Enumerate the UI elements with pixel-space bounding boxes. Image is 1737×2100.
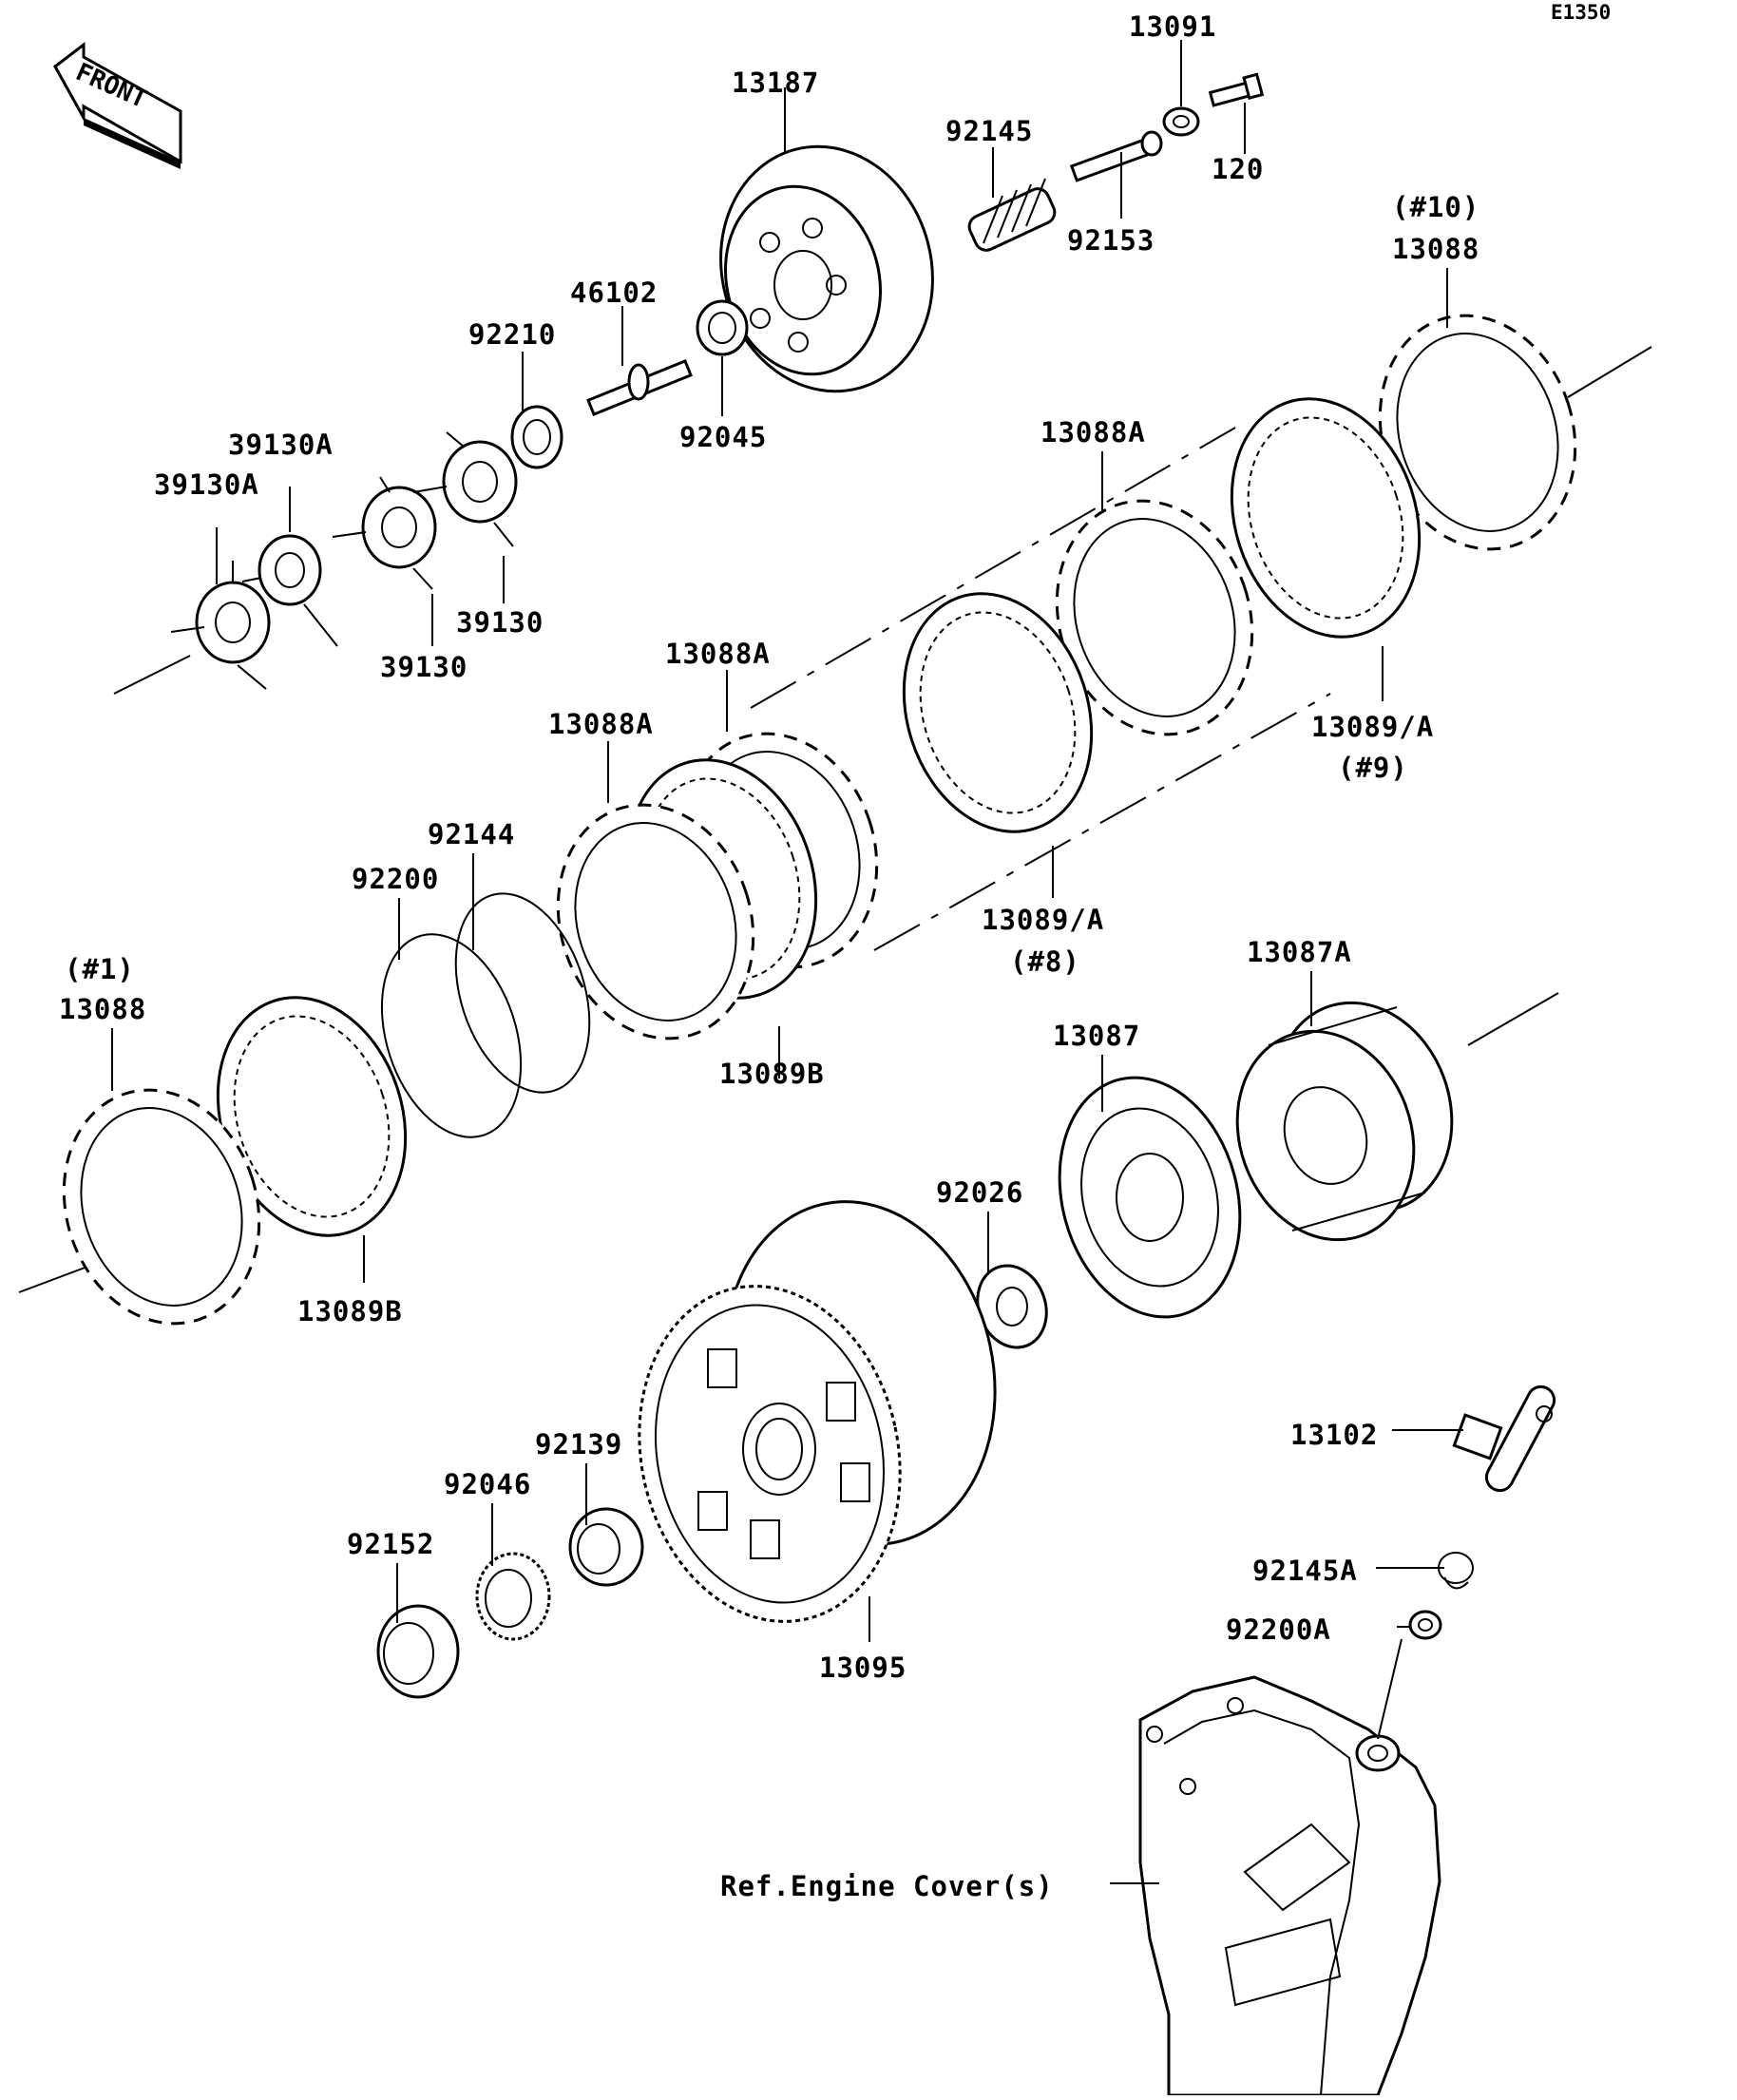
label-92045: 92045 (679, 421, 767, 453)
label-92144: 92144 (428, 818, 515, 850)
label-13089B-mid: 13089B (719, 1058, 825, 1090)
steel-plate-13089B-left (216, 996, 408, 1237)
label-13088-left: 13088 (59, 993, 146, 1025)
steel-plate-13089A-9 (1230, 397, 1422, 639)
engine-cover (1138, 1675, 1441, 2097)
label-92152: 92152 (347, 1528, 434, 1560)
pin-92153 (1069, 130, 1163, 182)
label-46102: 46102 (570, 277, 658, 309)
label-13088A-mid: 13088A (665, 638, 771, 670)
spring-92145A (1438, 1552, 1474, 1590)
label-13088A-top: 13088A (1040, 416, 1146, 449)
label-13095: 13095 (819, 1651, 907, 1684)
label-13088-top: 13088 (1392, 233, 1479, 265)
lever-13102 (1452, 1384, 1556, 1493)
label-note-8: (#8) (1010, 945, 1080, 978)
friction-plate-13088A-left (556, 803, 755, 1040)
part-labels: 13091 13187 92145 120 92153 (#10) 13088 … (59, 10, 1479, 1902)
axis-lines (18, 346, 1652, 1293)
label-92153: 92153 (1067, 224, 1155, 257)
clutch-housing-13095 (638, 1200, 997, 1623)
label-13187: 13187 (732, 67, 819, 99)
leader-lines (111, 40, 1463, 1884)
label-92210: 92210 (468, 318, 556, 351)
ring-92200 (380, 933, 523, 1138)
label-13089A-8: 13089/A (982, 904, 1104, 936)
label-13087: 13087 (1053, 1020, 1140, 1052)
label-13102: 13102 (1290, 1419, 1378, 1451)
label-note-10: (#10) (1392, 191, 1479, 223)
label-92200A: 92200A (1226, 1613, 1331, 1646)
label-39130-a: 39130 (456, 606, 544, 639)
label-note-1: (#1) (65, 953, 135, 985)
friction-plate-13088-left (62, 1088, 261, 1326)
bearing-92045 (696, 299, 749, 356)
label-120: 120 (1212, 153, 1264, 185)
label-92145: 92145 (945, 115, 1033, 147)
label-13089B-left: 13089B (297, 1295, 403, 1327)
label-13091: 13091 (1129, 10, 1216, 43)
pressure-plate-13187 (719, 144, 934, 393)
label-13089A-9: 13089/A (1311, 711, 1434, 743)
washer-92200A (1408, 1610, 1442, 1640)
plate-13087 (1058, 1076, 1242, 1319)
label-note-9: (#9) (1338, 752, 1408, 784)
label-39130A-b: 39130A (154, 468, 259, 501)
label-92046: 92046 (444, 1468, 531, 1500)
ring-92144 (454, 892, 591, 1094)
label-39130-b: 39130 (380, 651, 468, 683)
friction-plate-13088-top (1378, 314, 1577, 551)
diagram-code: E1350 (1551, 1, 1611, 24)
front-arrow-icon: FRONT (53, 41, 182, 169)
washers-39130 (170, 431, 518, 690)
pushrod-46102 (586, 359, 693, 416)
label-13088A-left: 13088A (548, 708, 654, 740)
label-92026: 92026 (936, 1176, 1023, 1209)
label-92145A: 92145A (1252, 1555, 1358, 1587)
bolt-120 (1208, 72, 1265, 107)
collar-92139 (568, 1507, 644, 1587)
clutch-hub-13087A (1235, 1001, 1454, 1242)
friction-plate-13088A-top (1055, 499, 1254, 736)
label-92139: 92139 (535, 1428, 622, 1460)
label-92200: 92200 (352, 863, 439, 895)
needle-bearing-92046 (475, 1552, 551, 1641)
seal-92210 (510, 405, 563, 469)
label-39130A-a: 39130A (228, 429, 334, 461)
label-13087A: 13087A (1247, 936, 1352, 968)
label-ref-engine-cover: Ref.Engine Cover(s) (720, 1870, 1054, 1902)
steel-plate-13089A-8 (902, 592, 1094, 833)
sleeve-92152 (376, 1604, 460, 1699)
nut-13091 (1162, 106, 1200, 137)
spring-92145 (967, 178, 1057, 252)
